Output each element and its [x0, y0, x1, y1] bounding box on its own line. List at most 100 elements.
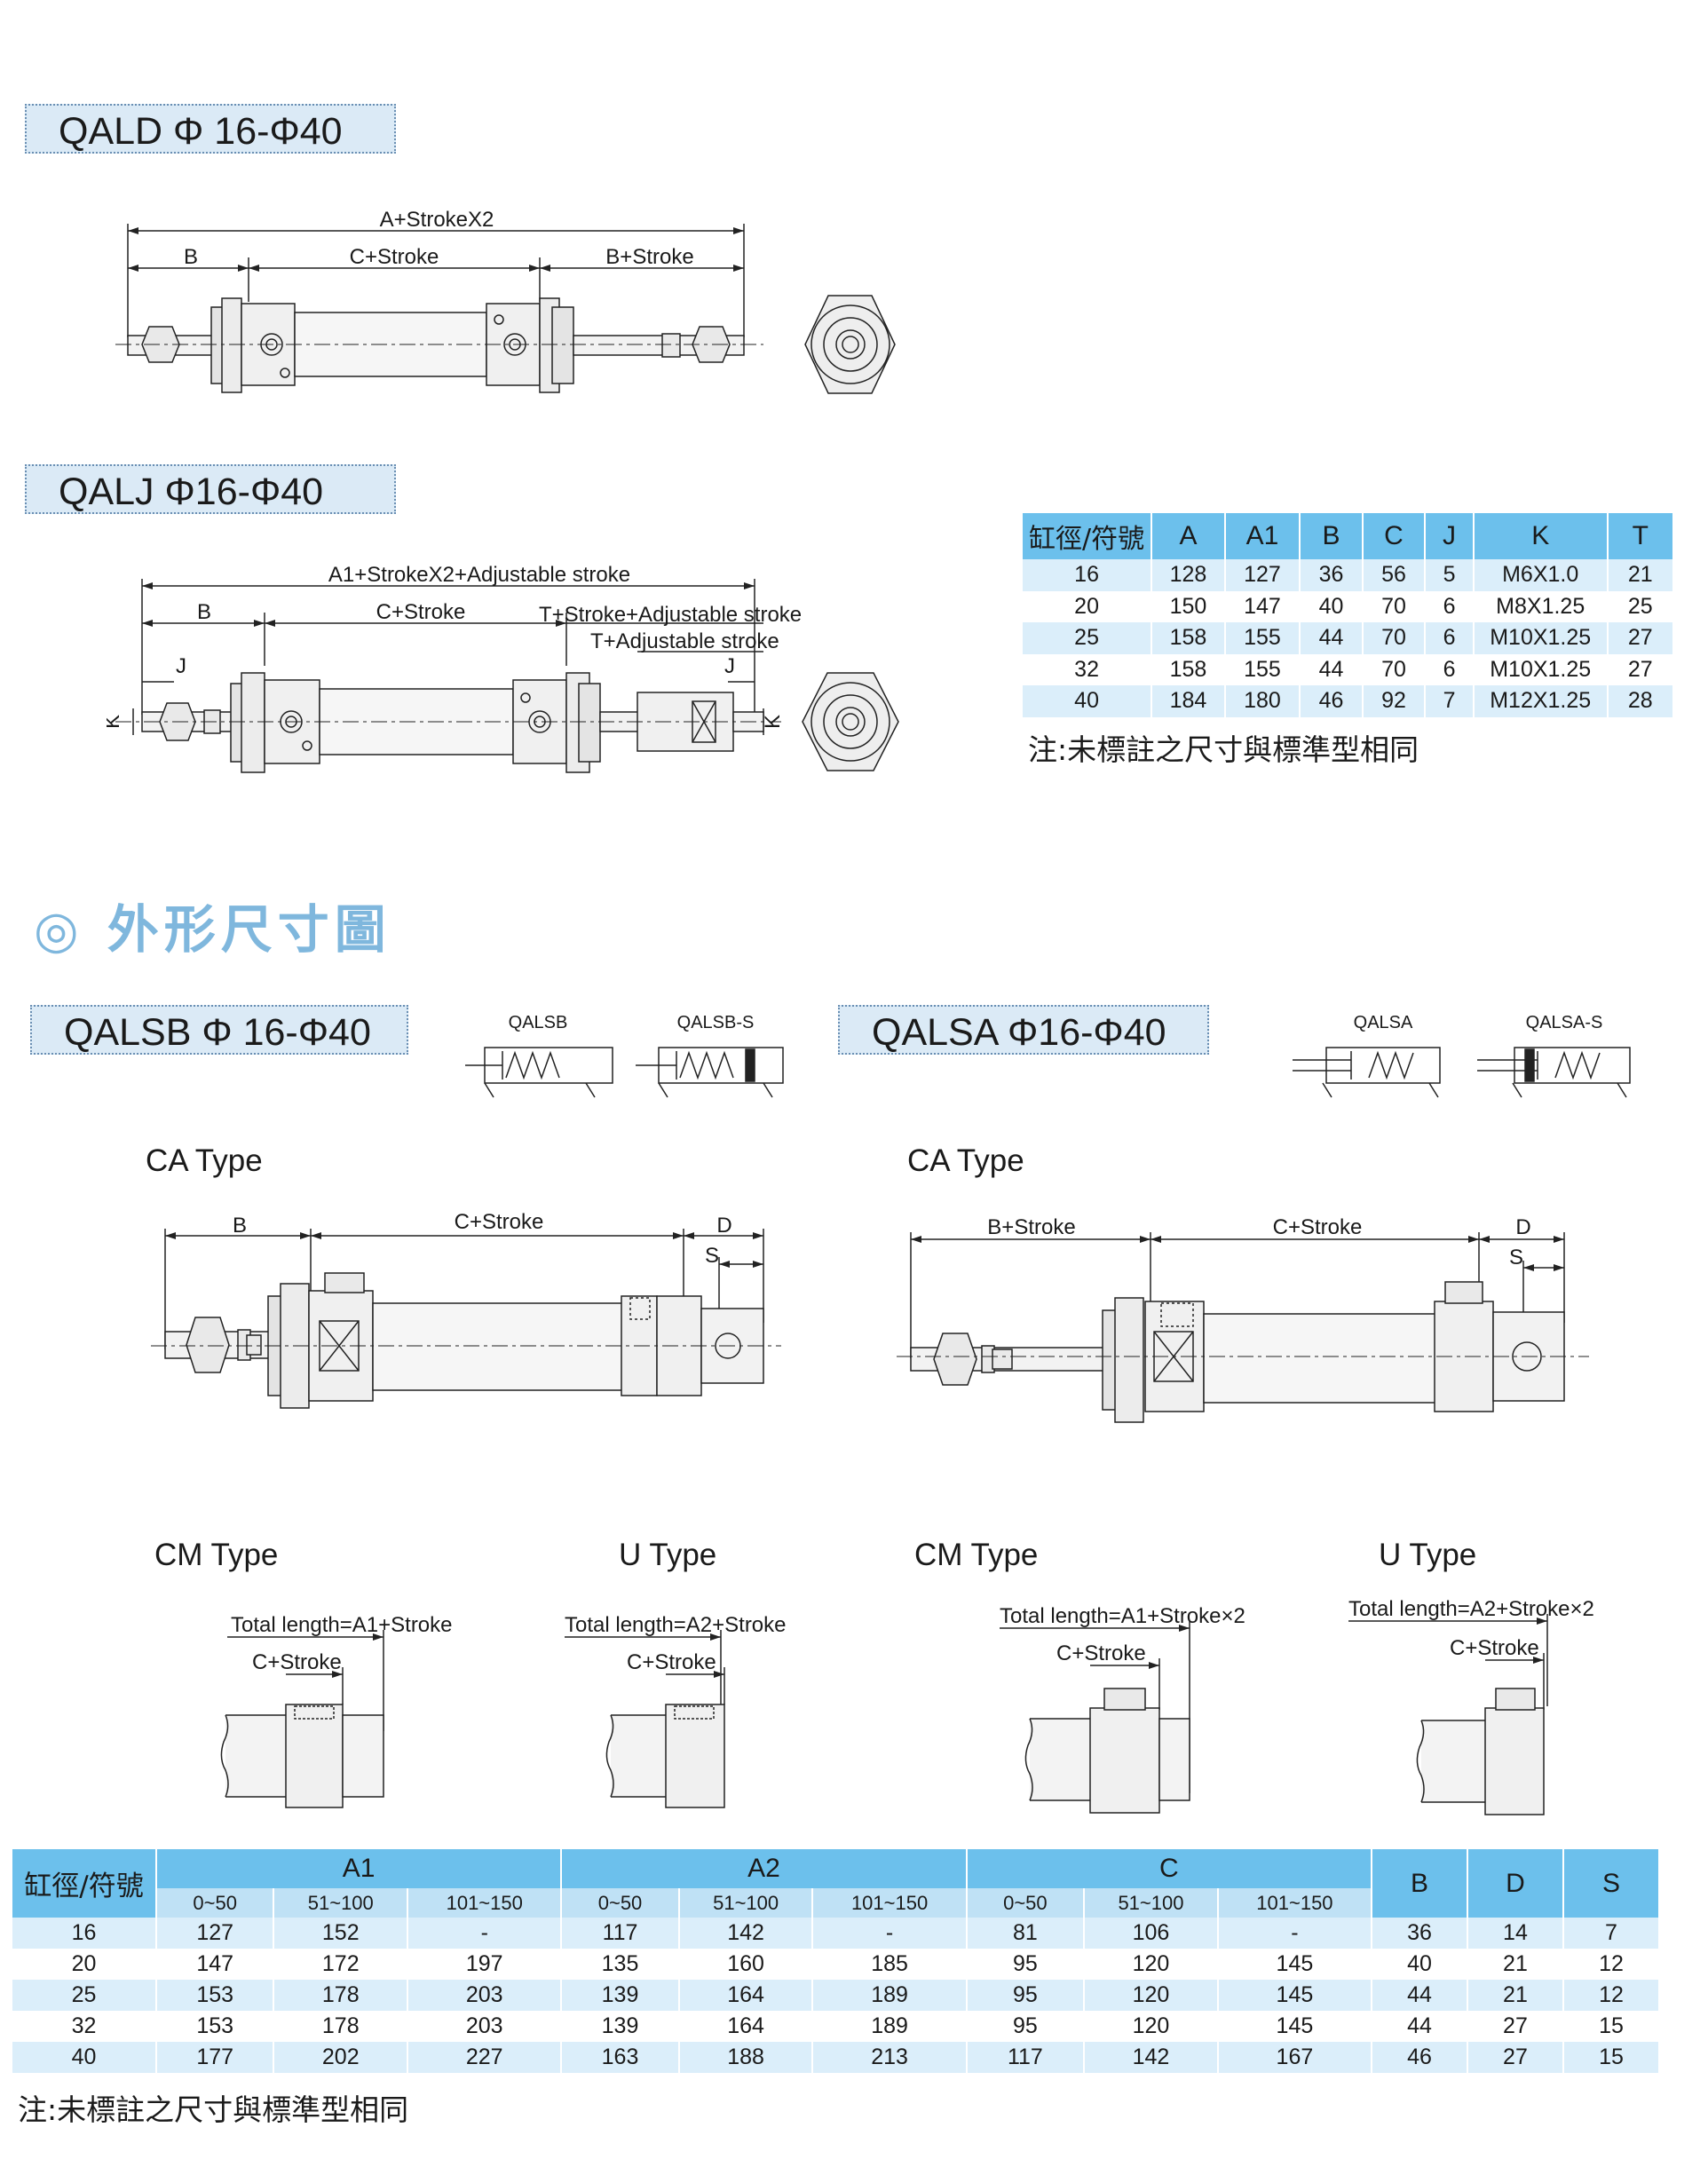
qald-b-label: B	[184, 245, 198, 269]
header-a1: A1	[154, 1849, 562, 1888]
header-b: B	[1371, 1849, 1467, 1918]
qald-title-tag: QALD Φ 16-Φ40	[25, 104, 396, 154]
qalj-k-left-label: K	[107, 715, 124, 729]
cell: 227	[407, 2042, 562, 2073]
cell: 81	[965, 1918, 1085, 1949]
cell: 189	[811, 1980, 967, 2011]
u-type-2-title: U Type	[1379, 1538, 1477, 1572]
u-type-2-drawing: Total length=A2+Stroke×2 C+Stroke	[1348, 1597, 1594, 1831]
cell: 16	[12, 1918, 156, 1949]
cell: 120	[1083, 2011, 1218, 2042]
subheader-a2-0-50: 0~50	[560, 1888, 679, 1918]
subheader-a1-101-150: 101~150	[407, 1888, 562, 1918]
cell: 27	[1606, 622, 1672, 654]
cell: 213	[811, 2042, 967, 2073]
cm2-c-label: C+Stroke	[1056, 1641, 1146, 1665]
cell: 44	[1299, 653, 1363, 685]
qalj-overall-label: A1+StrokeX2+Adjustable stroke	[328, 563, 630, 587]
table-subheader-row: 0~50 51~100 101~150 0~50 51~100 101~150 …	[12, 1888, 1658, 1918]
cell: 120	[1083, 1980, 1218, 2011]
cell: 40	[1371, 1949, 1467, 1980]
cell: 120	[1083, 1949, 1218, 1980]
cell: 185	[811, 1949, 967, 1980]
qals-dimension-table: 缸徑/符號 A1 A2 C B D S 0~50 51~100 101~150 …	[12, 1849, 1658, 2073]
cell: 46	[1371, 2042, 1467, 2073]
u2-c-label: C+Stroke	[1450, 1636, 1539, 1660]
qalsa-title-tag: QALSA Φ16-Φ40	[838, 1005, 1209, 1055]
u-type-1-title: U Type	[619, 1538, 717, 1572]
cell: 27	[1466, 2042, 1563, 2073]
cell: 145	[1216, 1980, 1372, 2011]
cell: 163	[560, 2042, 679, 2073]
cm1-c-label: C+Stroke	[252, 1650, 342, 1674]
cell: 25	[1606, 590, 1672, 622]
cell: 147	[1223, 590, 1301, 622]
subheader-c-101-150: 101~150	[1216, 1888, 1372, 1918]
qalj-drawing: A1+StrokeX2+Adjustable stroke B C+Stroke…	[107, 563, 959, 781]
header-d: D	[1466, 1849, 1563, 1918]
subheader-a2-51-100: 51~100	[677, 1888, 813, 1918]
ca-right-c-label: C+Stroke	[1273, 1215, 1363, 1239]
cm-type-2-title: CM Type	[914, 1538, 1039, 1572]
qalj-j-left-label: J	[176, 654, 186, 678]
section-title: ◎ 外形尺寸圖	[34, 899, 391, 960]
u2-total-label: Total length=A2+Stroke×2	[1348, 1597, 1594, 1621]
cell: 164	[677, 1980, 813, 2011]
header-bore: 缸徑/符號	[12, 1849, 156, 1918]
cell: 70	[1361, 590, 1426, 622]
cell: 160	[677, 1949, 813, 1980]
cell: 12	[1562, 1980, 1658, 2011]
header-c: C	[965, 1849, 1372, 1888]
ca-type-right-drawing: B+Stroke C+Stroke D S	[897, 1215, 1607, 1429]
ca-type-right-title: CA Type	[907, 1143, 1024, 1178]
cell: 6	[1424, 590, 1474, 622]
qalj-j-right-label: J	[724, 654, 735, 678]
header-a1: A1	[1223, 513, 1301, 559]
cell: 28	[1606, 685, 1672, 717]
qalj-c-label: C+Stroke	[376, 600, 466, 624]
ca-right-d-label: D	[1515, 1215, 1530, 1239]
cell: 189	[811, 2011, 967, 2042]
qalj-tstroke-label: T+Stroke+Adjustable stroke	[539, 603, 802, 627]
qalj-b-label: B	[197, 600, 211, 624]
cm-type-2-drawing: Total length=A1+Stroke×2 C+Stroke	[1000, 1604, 1245, 1829]
u1-c-label: C+Stroke	[627, 1650, 716, 1674]
cell: 180	[1223, 685, 1301, 717]
cell: 178	[273, 1980, 408, 2011]
cell: M12X1.25	[1472, 685, 1608, 717]
cell: 36	[1371, 1918, 1467, 1949]
cm2-total-label: Total length=A1+Stroke×2	[1000, 1604, 1245, 1628]
qald-c-label: C+Stroke	[350, 245, 439, 269]
header-a: A	[1151, 513, 1225, 559]
cell: 139	[560, 1980, 679, 2011]
cell: 127	[154, 1918, 274, 1949]
cell: 147	[154, 1949, 274, 1980]
cell: 40	[1299, 590, 1363, 622]
cell: 14	[1466, 1918, 1563, 1949]
cell: 203	[407, 2011, 562, 2042]
cell: 150	[1151, 590, 1225, 622]
cell: 44	[1371, 1980, 1467, 2011]
ca-left-s-label: S	[705, 1244, 719, 1268]
cell: 153	[154, 2011, 274, 2042]
cell: 12	[1562, 1949, 1658, 1980]
cell: 7	[1562, 1918, 1658, 1949]
cell: 142	[677, 1918, 813, 1949]
cell: 152	[273, 1918, 408, 1949]
qalj-k-right-label: K	[761, 715, 785, 729]
cell: 32	[1074, 656, 1099, 682]
cell: -	[811, 1918, 967, 1949]
table-header-row: 缸徑/符號 A1 A2 C B D S	[12, 1849, 1658, 1918]
cell: 135	[560, 1949, 679, 1980]
cell: 167	[1216, 2042, 1372, 2073]
ca-right-b-label: B+Stroke	[987, 1215, 1075, 1239]
u1-total-label: Total length=A2+Stroke	[565, 1613, 787, 1637]
cell: 15	[1562, 2042, 1658, 2073]
header-b: B	[1299, 513, 1363, 559]
u-type-1-drawing: Total length=A2+Stroke C+Stroke	[565, 1613, 787, 1829]
cell: 20	[71, 1951, 97, 1976]
